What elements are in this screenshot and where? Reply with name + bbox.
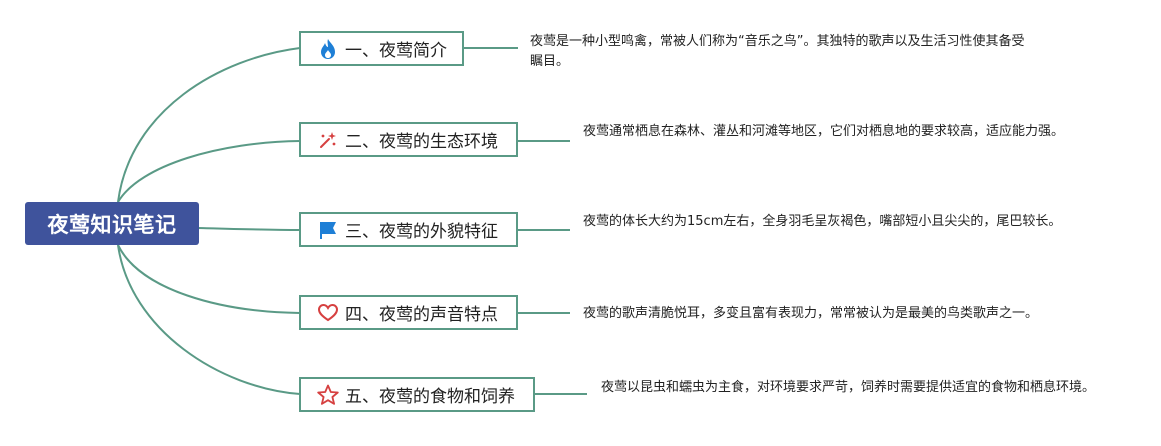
star-icon — [317, 384, 339, 406]
central-topic[interactable]: 夜莺知识笔记 — [25, 202, 199, 245]
topic-appearance[interactable]: 三、夜莺的外貌特征 — [299, 212, 518, 247]
topic-introduction[interactable]: 一、夜莺简介 — [299, 31, 464, 66]
sparkle-wand-icon — [317, 129, 339, 151]
topic-note: 夜莺的歌声清脆悦耳，多变且富有表现力，常常被认为是最美的鸟类歌声之一。 — [583, 306, 1039, 321]
topic-food-feeding[interactable]: 五、夜莺的食物和饲养 — [299, 377, 535, 412]
heart-icon — [317, 302, 339, 324]
central-topic-label: 夜莺知识笔记 — [47, 212, 177, 237]
topic-label: 三、夜莺的外貌特征 — [345, 222, 498, 242]
topic-label: 一、夜莺简介 — [345, 41, 447, 61]
topic-label: 五、夜莺的食物和饲养 — [345, 387, 515, 407]
topic-label: 二、夜莺的生态环境 — [345, 132, 498, 152]
topic-sound[interactable]: 四、夜莺的声音特点 — [299, 295, 518, 330]
fire-icon — [317, 38, 339, 60]
topic-note: 夜莺的体长大约为15cm左右，全身羽毛呈灰褐色，嘴部短小且尖尖的，尾巴较长。 — [583, 214, 1062, 229]
topic-ecology[interactable]: 二、夜莺的生态环境 — [299, 122, 518, 157]
topic-note: 夜莺通常栖息在森林、灌丛和河滩等地区，它们对栖息地的要求较高，适应能力强。 — [583, 124, 1065, 139]
topic-note: 夜莺是一种小型鸣禽，常被人们称为“音乐之鸟”。其独特的歌声以及生活习性使其备受瞩… — [530, 34, 1025, 69]
flag-icon — [317, 219, 339, 241]
topic-note: 夜莺以昆虫和蠕虫为主食，对环境要求严苛，饲养时需要提供适宜的食物和栖息环境。 — [601, 380, 1096, 395]
topic-label: 四、夜莺的声音特点 — [345, 305, 498, 325]
